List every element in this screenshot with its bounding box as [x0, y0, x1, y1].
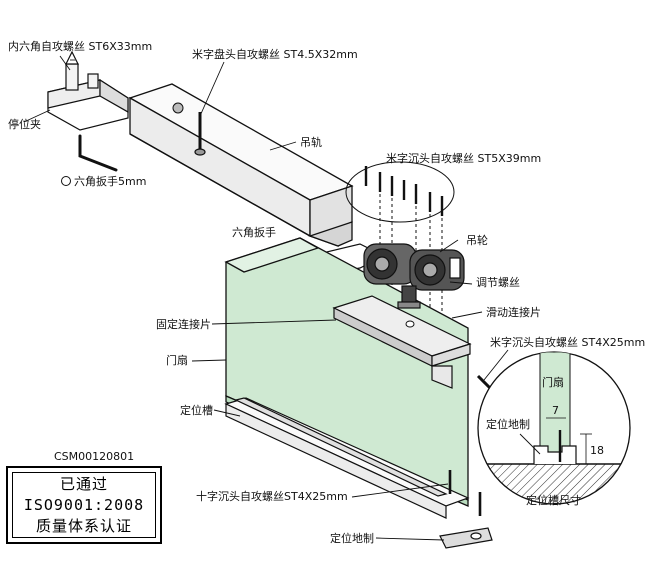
label-hex-key: 六角扳手5mm [74, 174, 146, 188]
label-rail: 吊轨 [300, 135, 322, 149]
cert-line-2: ISO9001:2008 [23, 495, 145, 514]
label-hex-screw: 内六角自攻螺丝 ST6X33mm [8, 39, 152, 53]
label-pan-screw: 米字盘头自攻螺丝 ST4.5X32mm [192, 47, 358, 61]
hanging-wheel [363, 243, 465, 309]
label-csk-screw-5: 米字沉头自攻螺丝 ST5X39mm [386, 151, 541, 165]
label-guide-slot: 定位槽 [180, 403, 213, 417]
screw-group-outline [345, 161, 455, 223]
label-dim-height: 18 [590, 444, 604, 457]
top-rail [128, 83, 354, 247]
label-door-leaf: 门扇 [166, 353, 188, 367]
label-dim-width: 7 [552, 404, 559, 417]
label-detail-door: 门扇 [542, 375, 564, 389]
cert-line-1: 已通过 [59, 474, 108, 493]
product-code: CSM00120801 [54, 450, 135, 463]
label-detail-guide: 定位地制 [486, 417, 530, 431]
label-floor-guide: 定位地制 [330, 531, 374, 545]
label-detail-slot-size: 定位槽尺寸 [526, 493, 581, 507]
rail-hole [172, 102, 184, 114]
label-csk-screw-4: 米字沉头自攻螺丝 ST4X25mm [490, 335, 645, 349]
plate-hole [405, 320, 415, 328]
label-adj-screw: 调节螺丝 [476, 276, 520, 289]
hexagon-icon [61, 176, 71, 186]
floor-guide [439, 492, 493, 549]
pan-head-screw [194, 112, 206, 156]
countersunk-screws-st5 [364, 166, 444, 216]
guide-slot [224, 397, 470, 519]
label-slide-plate: 滑动连接片 [486, 306, 541, 319]
label-wheel: 吊轮 [466, 233, 488, 247]
leader-lines [23, 55, 541, 541]
hex-key-icon [78, 134, 118, 172]
cert-line-3: 质量体系认证 [35, 517, 132, 536]
detail-circle [477, 351, 631, 505]
label-fixed-plate: 固定连接片 [156, 317, 211, 331]
label-cross-screw: 十字沉头自攻螺丝ST4X25mm [196, 489, 348, 503]
iso-certification-stamp: 已通过 ISO9001:2008 质量体系认证 [6, 466, 162, 544]
label-hex-wrench: 六角扳手 [232, 225, 276, 239]
door-stopper [47, 50, 129, 131]
connecting-plates [332, 295, 472, 389]
label-stopper: 停位夹 [8, 117, 41, 131]
